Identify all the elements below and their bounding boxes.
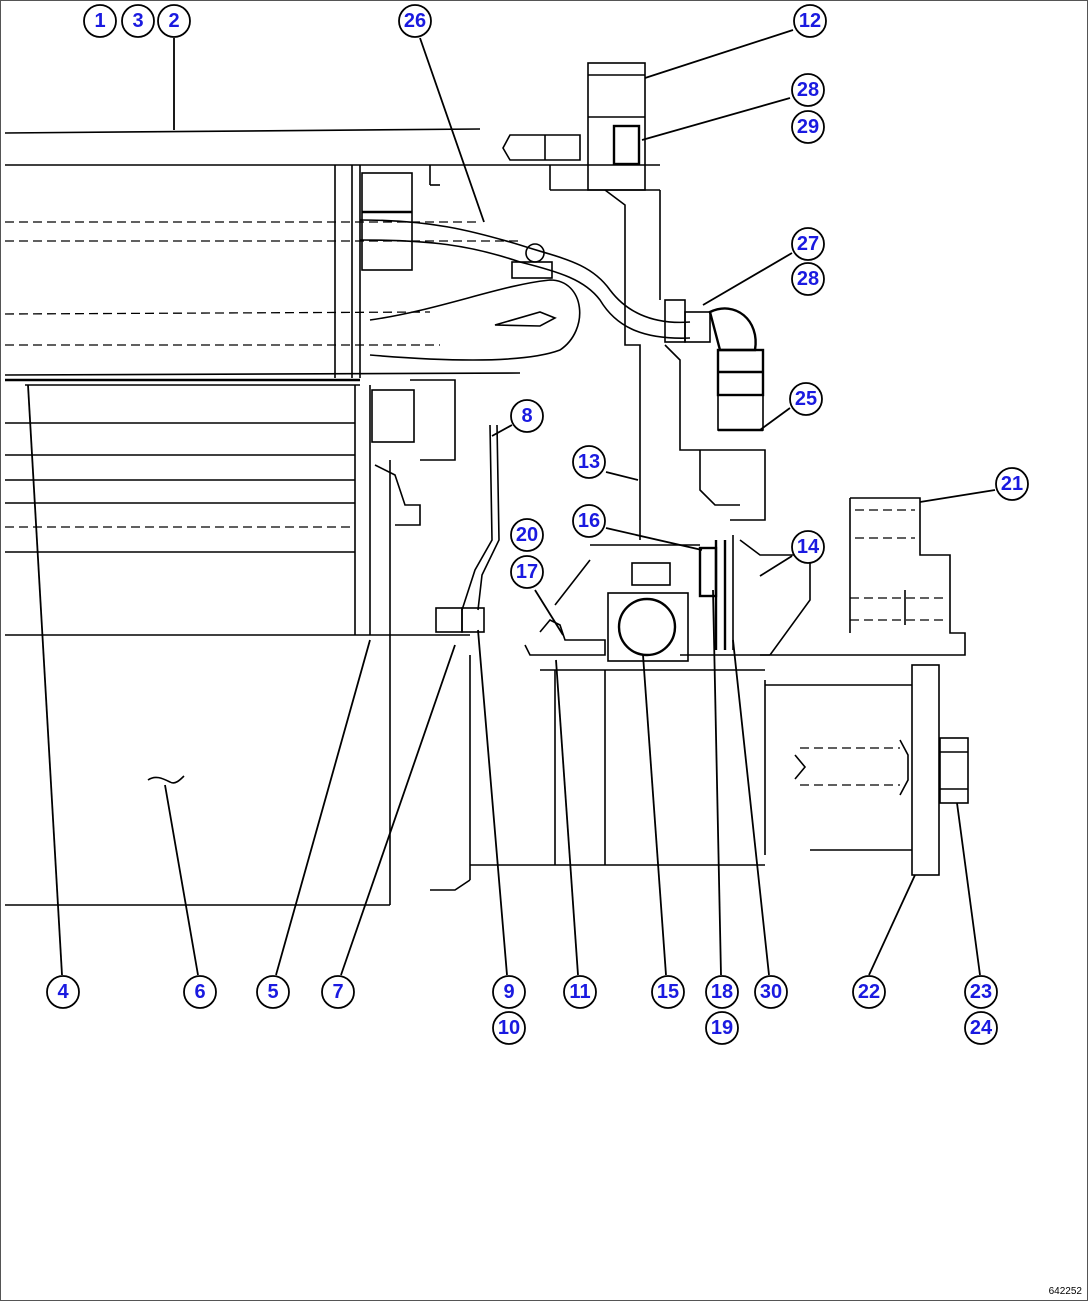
oil-hose xyxy=(359,219,691,361)
callout-8: 8 xyxy=(510,399,544,433)
svg-text:6: 6 xyxy=(194,981,205,1003)
top-fitting-block xyxy=(502,62,660,191)
svg-text:19: 19 xyxy=(711,1017,733,1039)
svg-text:21: 21 xyxy=(1001,473,1023,495)
svg-text:27: 27 xyxy=(797,233,819,255)
callout-5: 5 xyxy=(256,975,290,1009)
callout-15: 15 xyxy=(651,975,685,1009)
svg-text:22: 22 xyxy=(858,981,880,1003)
svg-text:5: 5 xyxy=(267,981,278,1003)
svg-text:8: 8 xyxy=(521,405,532,427)
motor-housing xyxy=(5,379,470,906)
drawing-id-label: 642252 xyxy=(1048,1286,1082,1297)
callout-4: 4 xyxy=(46,975,80,1009)
svg-text:9: 9 xyxy=(503,981,514,1003)
upper-housing xyxy=(4,128,660,382)
callout-27: 27 xyxy=(791,227,825,261)
svg-text:29: 29 xyxy=(797,116,819,138)
callout-18: 18 xyxy=(705,975,739,1009)
svg-text:26: 26 xyxy=(404,10,426,32)
svg-text:18: 18 xyxy=(711,981,733,1003)
callout-2: 2 xyxy=(157,4,191,38)
callout-22: 22 xyxy=(852,975,886,1009)
callout-21: 21 xyxy=(995,467,1029,501)
svg-text:4: 4 xyxy=(57,981,69,1003)
svg-text:30: 30 xyxy=(760,981,782,1003)
callout-3: 3 xyxy=(121,4,155,38)
svg-text:16: 16 xyxy=(578,510,600,532)
callout-7: 7 xyxy=(321,975,355,1009)
svg-text:11: 11 xyxy=(569,981,590,1003)
callout-23: 23 xyxy=(964,975,998,1009)
output-flange xyxy=(764,664,969,876)
svg-text:20: 20 xyxy=(516,524,538,546)
cover-plate xyxy=(435,424,500,633)
callout-19: 19 xyxy=(705,1011,739,1045)
callout-25: 25 xyxy=(789,382,823,416)
svg-text:28: 28 xyxy=(797,268,819,290)
callout-12: 12 xyxy=(793,4,827,38)
svg-text:2: 2 xyxy=(168,10,179,32)
callout-13: 13 xyxy=(572,445,606,479)
callout-28-upper: 28 xyxy=(791,73,825,107)
callout-28-lower: 28 xyxy=(791,262,825,296)
svg-text:25: 25 xyxy=(795,388,817,410)
callout-6: 6 xyxy=(183,975,217,1009)
svg-text:17: 17 xyxy=(516,561,538,583)
svg-text:23: 23 xyxy=(970,981,992,1003)
callout-11: 11 xyxy=(563,975,597,1009)
right-housing xyxy=(739,497,966,656)
svg-text:12: 12 xyxy=(799,10,821,32)
bearing-assembly xyxy=(430,535,770,891)
callout-29: 29 xyxy=(791,110,825,144)
callout-24: 24 xyxy=(964,1011,998,1045)
center-housing xyxy=(590,189,700,546)
callout-14: 14 xyxy=(791,530,825,564)
callout-9: 9 xyxy=(492,975,526,1009)
callout-1: 1 xyxy=(83,4,117,38)
callout-30: 30 xyxy=(754,975,788,1009)
callout-17: 17 xyxy=(510,555,544,589)
svg-text:7: 7 xyxy=(332,981,343,1003)
svg-text:14: 14 xyxy=(797,536,820,558)
svg-text:3: 3 xyxy=(132,10,143,32)
elbow-fitting xyxy=(664,299,766,521)
callout-26: 26 xyxy=(398,4,432,38)
svg-text:15: 15 xyxy=(657,981,679,1003)
callout-10: 10 xyxy=(492,1011,526,1045)
svg-text:24: 24 xyxy=(970,1017,993,1039)
svg-text:10: 10 xyxy=(498,1017,520,1039)
svg-text:28: 28 xyxy=(797,79,819,101)
callout-20: 20 xyxy=(510,518,544,552)
svg-text:13: 13 xyxy=(578,451,600,473)
svg-text:1: 1 xyxy=(94,10,105,32)
callout-16: 16 xyxy=(572,504,606,538)
leader-lines xyxy=(27,29,996,976)
